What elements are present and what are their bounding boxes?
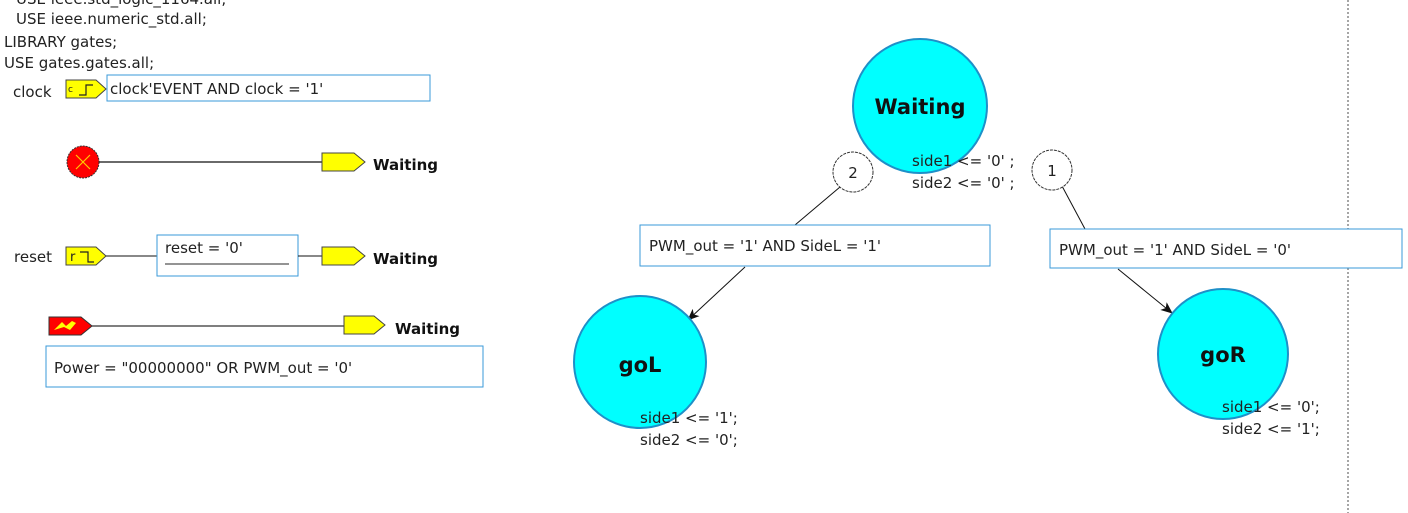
- state-action: side2 <= '0' ;: [912, 174, 1015, 192]
- state-action: side1 <= '0' ;: [912, 152, 1015, 170]
- transition-line[interactable]: [1061, 185, 1086, 230]
- svg-text:c: c: [68, 85, 73, 95]
- power-reset-target: Waiting: [395, 320, 460, 338]
- svg-text:r: r: [70, 250, 76, 265]
- lightning-interrupt-icon[interactable]: [48, 316, 93, 336]
- state-gol[interactable]: [573, 295, 707, 429]
- reset-target: Waiting: [373, 250, 438, 268]
- reset-label: reset: [14, 248, 52, 266]
- transition-condition-box[interactable]: [639, 224, 991, 267]
- power-condition-box[interactable]: [45, 345, 484, 388]
- state-action: side1 <= '1';: [640, 409, 738, 427]
- state-connector-icon[interactable]: [343, 315, 386, 335]
- global-reset-target: Waiting: [373, 156, 438, 174]
- clock-port-icon[interactable]: c: [65, 79, 107, 99]
- code-line: USE ieee.std_logic_1164.all;: [16, 0, 226, 9]
- transition-condition-box[interactable]: [1049, 228, 1403, 269]
- priority-badge[interactable]: [1031, 149, 1073, 191]
- state-connector-icon[interactable]: [321, 246, 366, 266]
- global-reset-icon[interactable]: [66, 145, 100, 179]
- code-line: USE ieee.numeric_std.all;: [16, 10, 207, 29]
- priority-badge[interactable]: [832, 151, 874, 193]
- clock-condition-box[interactable]: [106, 74, 431, 102]
- priority-number: 1: [1047, 162, 1057, 180]
- transition-arrow[interactable]: [687, 266, 746, 321]
- code-line: USE gates.gates.all;: [4, 54, 154, 72]
- state-name: Waiting: [874, 95, 965, 119]
- state-action: side2 <= '1';: [1222, 420, 1320, 438]
- state-action: side2 <= '0';: [640, 431, 738, 449]
- transition-condition: PWM_out = '1' AND SideL = '0': [1059, 241, 1291, 260]
- reset-condition-box[interactable]: [156, 234, 299, 277]
- state-gor[interactable]: [1157, 288, 1289, 420]
- clock-label: clock: [13, 83, 52, 101]
- transition-line[interactable]: [794, 186, 841, 226]
- priority-number: 2: [848, 164, 858, 182]
- state-action: side1 <= '0';: [1222, 398, 1320, 416]
- state-name: goL: [619, 353, 662, 377]
- clock-condition: clock'EVENT AND clock = '1': [110, 80, 323, 98]
- code-line: LIBRARY gates;: [4, 33, 117, 51]
- transition-arrow[interactable]: [1117, 268, 1173, 314]
- reset-port-icon[interactable]: r: [65, 246, 107, 266]
- reset-condition: reset = '0': [165, 239, 243, 257]
- state-name: goR: [1200, 343, 1246, 367]
- state-waiting[interactable]: [852, 38, 988, 174]
- power-condition: Power = "00000000" OR PWM_out = '0': [54, 359, 352, 378]
- state-connector-icon[interactable]: [321, 152, 366, 172]
- transition-condition: PWM_out = '1' AND SideL = '1': [649, 237, 881, 256]
